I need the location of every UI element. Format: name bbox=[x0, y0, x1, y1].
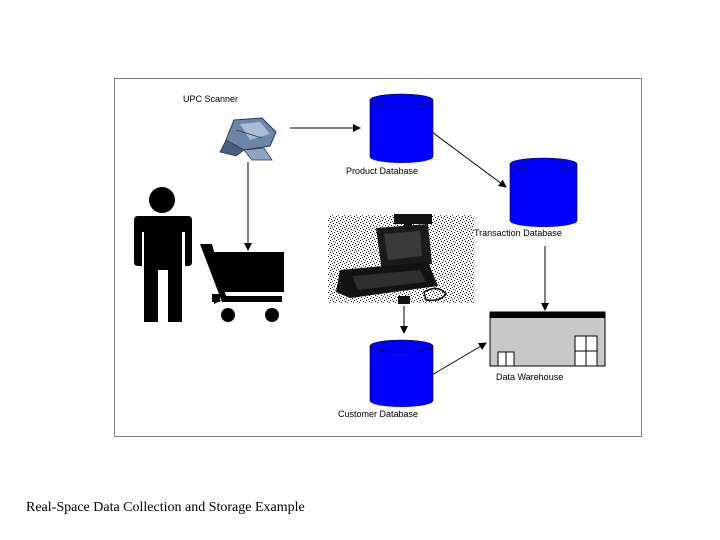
transaction-database-icon bbox=[509, 157, 578, 227]
diagram-frame bbox=[114, 78, 642, 437]
slide-caption: Real-Space Data Collection and Storage E… bbox=[26, 500, 305, 515]
product-database-label: Product Database bbox=[346, 166, 419, 176]
customer-database-icon bbox=[369, 339, 434, 407]
upc-scanner-label: UPC Scanner bbox=[183, 94, 239, 104]
customer-database-label: Customer Database bbox=[338, 409, 419, 419]
person-icon bbox=[134, 187, 192, 322]
product-database-icon bbox=[369, 93, 434, 163]
barcode-scanner-icon bbox=[219, 117, 277, 161]
warehouse-icon bbox=[489, 311, 606, 367]
shopping-cart-icon bbox=[200, 244, 284, 322]
arrows bbox=[244, 124, 549, 376]
data-warehouse-label: Data Warehouse bbox=[496, 372, 564, 382]
arrow-product-to-transaction bbox=[431, 131, 507, 188]
arrow-customer-to-warehouse bbox=[431, 342, 487, 376]
cash-register-icon bbox=[328, 214, 474, 304]
transaction-database-label: Transaction Database bbox=[474, 228, 562, 238]
